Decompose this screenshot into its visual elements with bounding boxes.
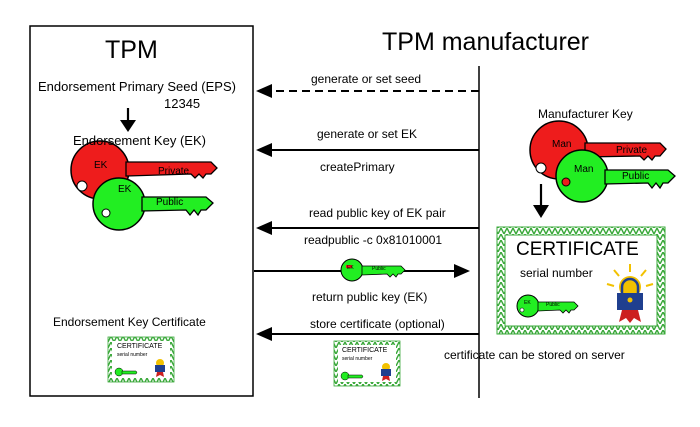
seed-arrow [256,84,479,98]
eps-value: 12345 [164,96,201,111]
ek-arrow [256,143,479,157]
read-public-arrow [256,221,479,235]
certificate-small-transfer [333,340,401,387]
transfer-key-tag: EK [347,265,354,271]
small-cert-serial-transfer: serial number [342,356,373,362]
transfer-ek-public-key [340,258,406,282]
small-cert-title-transfer: CERTIFICATE [342,347,388,354]
store-cert-label: store certificate (optional) [310,317,445,331]
seed-arrow-label: generate or set seed [311,72,422,86]
server-note: certificate can be stored on server [444,348,625,362]
manufacturer-title: TPM manufacturer [382,28,590,56]
certificate-small-tpm [107,336,175,383]
read-public-label: read public key of EK pair [309,206,446,220]
certificate-big [496,226,666,335]
store-cert-arrow [256,327,479,341]
ek-public-label: Public [156,197,184,208]
small-cert-title-tpm: CERTIFICATE [117,343,163,350]
man-public-key [555,149,676,203]
ek-public-tag: EK [118,184,132,195]
man-public-label: Public [622,171,650,182]
ek-cert-label: Endorsement Key Certificate [53,315,206,329]
man-private-label: Private [616,145,648,156]
man-public-tag: Man [574,164,594,175]
transfer-key-label: Public [372,266,386,272]
ek-label: Endorsement Key (EK) [73,133,206,148]
certificate-key-label: Public [546,302,560,308]
eps-label: Endorsement Primary Seed (EPS) [38,79,236,94]
certificate-key-tag: EK [524,300,531,306]
small-cert-serial-tpm: serial number [117,352,148,358]
man-key-to-cert-arrow [533,184,549,218]
ek-private-label: Private [158,166,190,177]
manufacturer-key-label: Manufacturer Key [538,107,633,121]
create-primary-label: createPrimary [320,160,395,174]
tpm-title: TPM [105,36,158,64]
return-public-label: return public key (EK) [312,290,428,304]
ek-public-key [92,177,214,231]
ek-arrow-label: generate or set EK [317,127,418,141]
eps-to-ek-arrow [120,108,136,132]
man-private-tag: Man [552,139,572,150]
readpublic-cmd-label: readpublic -c 0x81010001 [304,233,443,247]
certificate-serial: serial number [520,266,593,280]
ek-private-tag: EK [94,160,108,171]
certificate-title: CERTIFICATE [516,239,639,260]
